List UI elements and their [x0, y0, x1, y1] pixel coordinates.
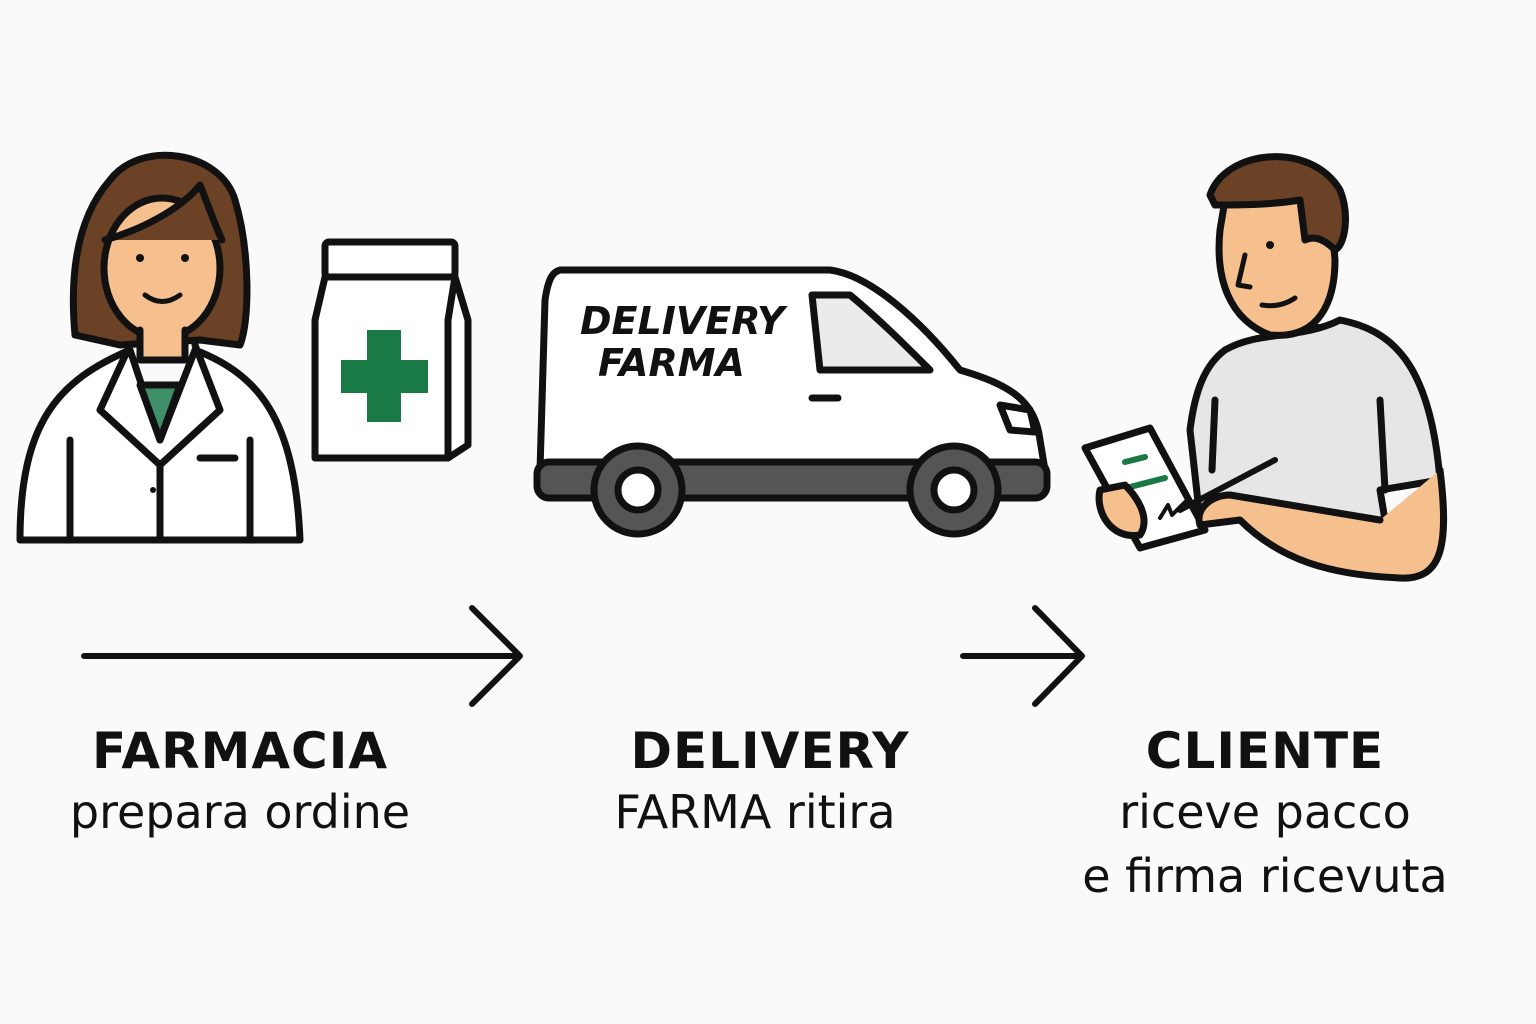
medicine-bag-icon [311, 238, 472, 462]
step-description: FARMA ritira [614, 785, 896, 839]
customer-signing-icon [1081, 153, 1448, 582]
step-description: e firma ricevuta [1082, 849, 1448, 903]
step-delivery: DELIVERY FARMA ritira [614, 722, 910, 844]
step-description: prepara ordine [69, 785, 411, 839]
van-label: DELIVERY FARMA [580, 300, 785, 384]
delivery-van-icon [533, 266, 1051, 538]
van-label-line: DELIVERY [580, 299, 785, 343]
step-title: CLIENTE [1145, 722, 1385, 780]
van-label-line: FARMA [598, 341, 745, 385]
arrow-right-icon [81, 605, 1085, 707]
step-title: FARMACIA [91, 722, 389, 780]
step-cliente: CLIENTE riceve pacco e firma ricevuta [1082, 722, 1448, 908]
step-farmacia: FARMACIA prepara ordine [70, 722, 410, 844]
step-description: riceve pacco [1119, 785, 1411, 839]
step-title: DELIVERY [630, 722, 910, 780]
pharmacist-icon [16, 151, 304, 544]
